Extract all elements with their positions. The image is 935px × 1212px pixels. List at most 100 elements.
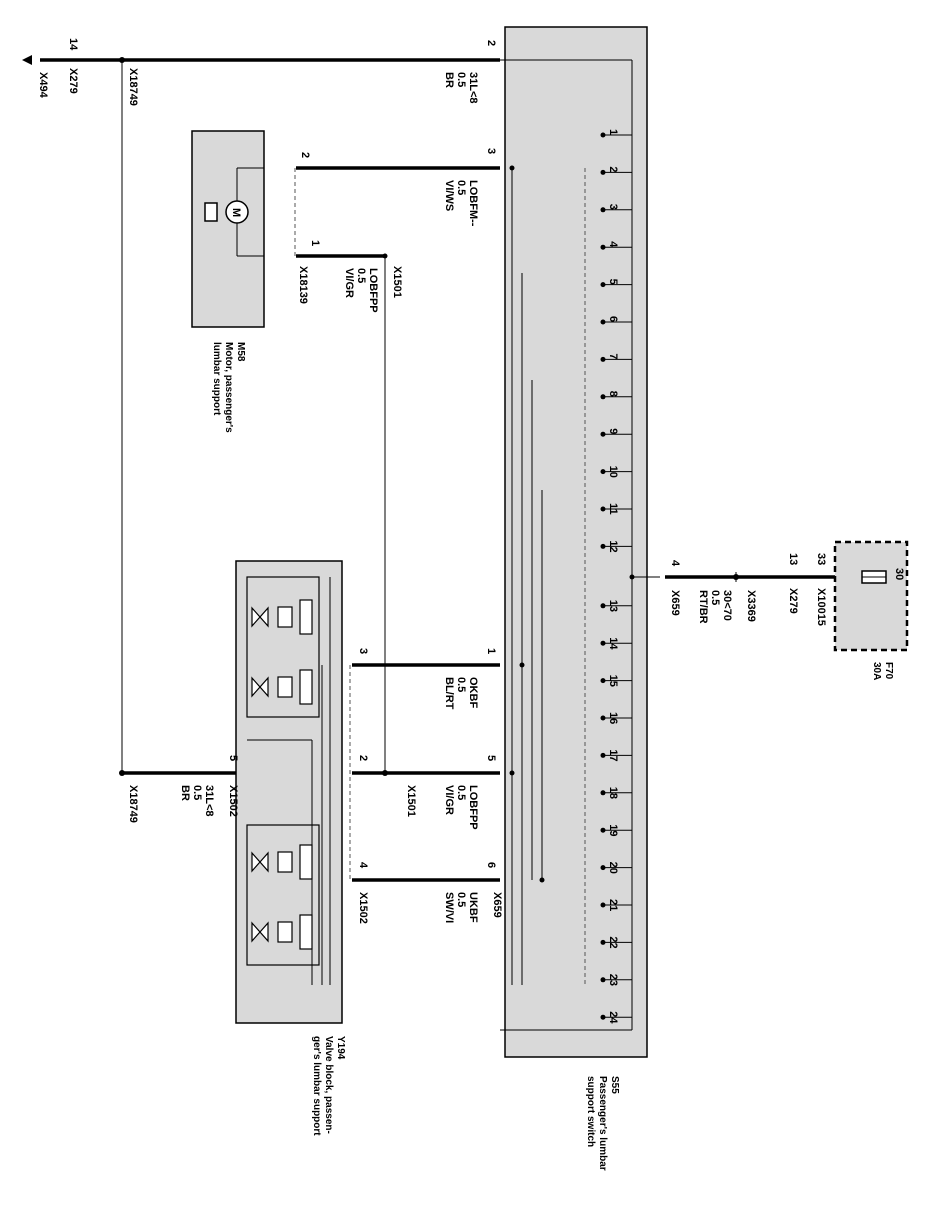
switch-terminal-number: 21 bbox=[607, 899, 619, 911]
switch-terminal-number: 6 bbox=[607, 316, 619, 322]
valve-w1-pin-valve: 3 bbox=[357, 648, 369, 654]
fuse-f70: 4 X659 30<70 0.5 RT/BR X3369 13 X279 33 … bbox=[665, 540, 909, 680]
switch-terminal-number: 2 bbox=[607, 166, 619, 172]
valve-w2-line-2: VI/GR bbox=[443, 785, 455, 815]
valve-block-y194: 1 3 OKBF 0.5 BL/RT 5 2 LOBFPP 0.5 VI/GR … bbox=[119, 560, 503, 1136]
valve-w3-conn-valve: X1502 bbox=[357, 892, 369, 924]
valve-bowtie-icon bbox=[251, 676, 269, 698]
fuse-label-1: 30A bbox=[871, 662, 882, 680]
motor-symbol-letter: M bbox=[230, 208, 242, 217]
motor-wire-a-1: 0.5 bbox=[455, 180, 467, 195]
switch-terminal-number: 24 bbox=[607, 1011, 619, 1024]
valve-solenoid-icon bbox=[277, 851, 293, 873]
valve-ground-splice: X18749 bbox=[127, 785, 139, 823]
motor-label-1: Motor, passenger's bbox=[223, 342, 234, 433]
switch-terminal-number: 11 bbox=[607, 503, 619, 515]
fuse-box bbox=[833, 540, 909, 652]
valve-w2-conn: X1501 bbox=[405, 785, 417, 817]
switch-terminal-number: 8 bbox=[607, 391, 619, 397]
valve-w3-pin-switch: 6 bbox=[485, 862, 497, 868]
fuse-conn-switch: X659 bbox=[669, 590, 681, 616]
splice-x18749-bottom-dot bbox=[119, 770, 125, 776]
top-conn-left: X279 bbox=[67, 68, 79, 94]
valve-w1-line-0: OKBF bbox=[467, 677, 479, 708]
valve-module-upper bbox=[246, 576, 320, 718]
motor-housing bbox=[191, 130, 265, 328]
switch-terminal-number: 14 bbox=[607, 637, 619, 650]
motor-m58: M 2 1 X18139 X1501 3 LOBFM-- 0.5 VI/WS L… bbox=[191, 130, 500, 660]
valve-bowtie-icon bbox=[251, 606, 269, 628]
switch-terminal-number: 22 bbox=[607, 936, 619, 948]
switch-label-1: Passenger's lumbar bbox=[597, 1076, 608, 1171]
motor-wire-b-2: VI/GR bbox=[343, 268, 355, 298]
valve-coil-icon bbox=[299, 844, 313, 880]
valve-label-2: ger's lumbar support bbox=[311, 1036, 322, 1136]
motor-label-2: lumbar support bbox=[211, 342, 222, 416]
valve-ground-conn: X1502 bbox=[227, 785, 239, 817]
valve-solenoid-icon bbox=[277, 676, 293, 698]
switch-terminal-number: 4 bbox=[607, 241, 619, 248]
motor-x1501-dot bbox=[382, 253, 388, 259]
valve-solenoid-icon bbox=[277, 606, 293, 628]
valve-label-0: Y194 bbox=[335, 1036, 346, 1060]
valve-coil-icon bbox=[299, 669, 313, 705]
valve-w2-pin-switch: 5 bbox=[485, 755, 497, 761]
motor-wire-a-2: VI/WS bbox=[443, 180, 455, 211]
switch-terminal-number: 7 bbox=[607, 353, 619, 359]
switch-label-2: support switch bbox=[585, 1076, 596, 1147]
switch-terminal-number: 12 bbox=[607, 540, 619, 552]
top-wire-line-1: 0.5 bbox=[455, 72, 467, 87]
top-splice: X18749 bbox=[127, 68, 139, 106]
motor-wire-b-0: LOBFPP bbox=[367, 268, 379, 313]
valve-label-1: Valve block, passen- bbox=[323, 1036, 334, 1134]
switch-terminal-number: 5 bbox=[607, 279, 619, 285]
switch-s55-housing bbox=[504, 26, 648, 1058]
top-ground: X494 bbox=[37, 72, 49, 99]
switch-s55: 123456789101112131415161718192021222324 … bbox=[500, 26, 660, 1171]
valve-w3-line-1: 0.5 bbox=[455, 892, 467, 907]
splice-x3369-dot bbox=[733, 574, 739, 580]
valve-ground-line-2: BR bbox=[179, 785, 191, 801]
fuse-conn-mid: X279 bbox=[787, 588, 799, 614]
valve-w1-line-2: BL/RT bbox=[443, 677, 455, 710]
junction-dot bbox=[629, 574, 635, 580]
valve-w2-line-1: 0.5 bbox=[455, 785, 467, 800]
valve-ground-pin: 5 bbox=[227, 755, 239, 761]
valve-coil-icon bbox=[299, 599, 313, 635]
top-pin-switch: 2 bbox=[485, 40, 497, 46]
junction-dot bbox=[519, 662, 525, 668]
motor-pin-b: 1 bbox=[309, 240, 321, 246]
motor-wire-b-1: 0.5 bbox=[355, 268, 367, 283]
motor-label-0: M58 bbox=[235, 342, 246, 362]
junction-dot bbox=[509, 770, 515, 776]
motor-pin-switch-a: 3 bbox=[485, 148, 497, 154]
motor-splice-end: X1501 bbox=[391, 266, 403, 298]
motor-wire-a-0: LOBFM-- bbox=[467, 180, 479, 227]
fuse-pin-switch: 4 bbox=[669, 560, 681, 567]
valve-ground-line-1: 0.5 bbox=[191, 785, 203, 800]
junction-dot bbox=[539, 877, 545, 883]
switch-terminal-number: 9 bbox=[607, 428, 619, 434]
switch-terminal-number: 10 bbox=[607, 466, 619, 478]
switch-terminal-number: 20 bbox=[607, 862, 619, 874]
top-wire-line-0: 31L<8 bbox=[467, 72, 479, 104]
fuse-label-0: F70 bbox=[883, 662, 894, 680]
fuse-wire-0: 30<70 bbox=[721, 590, 733, 621]
fuse-pin-out: 30 bbox=[893, 568, 905, 580]
fuse-splice: X3369 bbox=[745, 590, 757, 622]
switch-terminal-number: 13 bbox=[607, 600, 619, 612]
fuse-pin-in: 33 bbox=[815, 553, 827, 565]
switch-terminal-number: 23 bbox=[607, 974, 619, 986]
valve-bowtie-icon bbox=[251, 851, 269, 873]
top-wire-line-2: BR bbox=[443, 72, 455, 88]
junction-dots bbox=[509, 165, 635, 883]
switch-terminal-number: 16 bbox=[607, 712, 619, 724]
valve-module-lower bbox=[246, 824, 320, 966]
switch-label-0: S55 bbox=[609, 1076, 620, 1094]
top-ground-wire: 14 X279 X494 X18749 2 31L<8 0.5 BR bbox=[22, 38, 500, 775]
fuse-wire-2: RT/BR bbox=[697, 590, 709, 624]
splice-x18749-top-dot bbox=[119, 57, 125, 63]
valve-w3-conn-switch: X659 bbox=[491, 892, 503, 918]
junction-dot bbox=[509, 165, 515, 171]
